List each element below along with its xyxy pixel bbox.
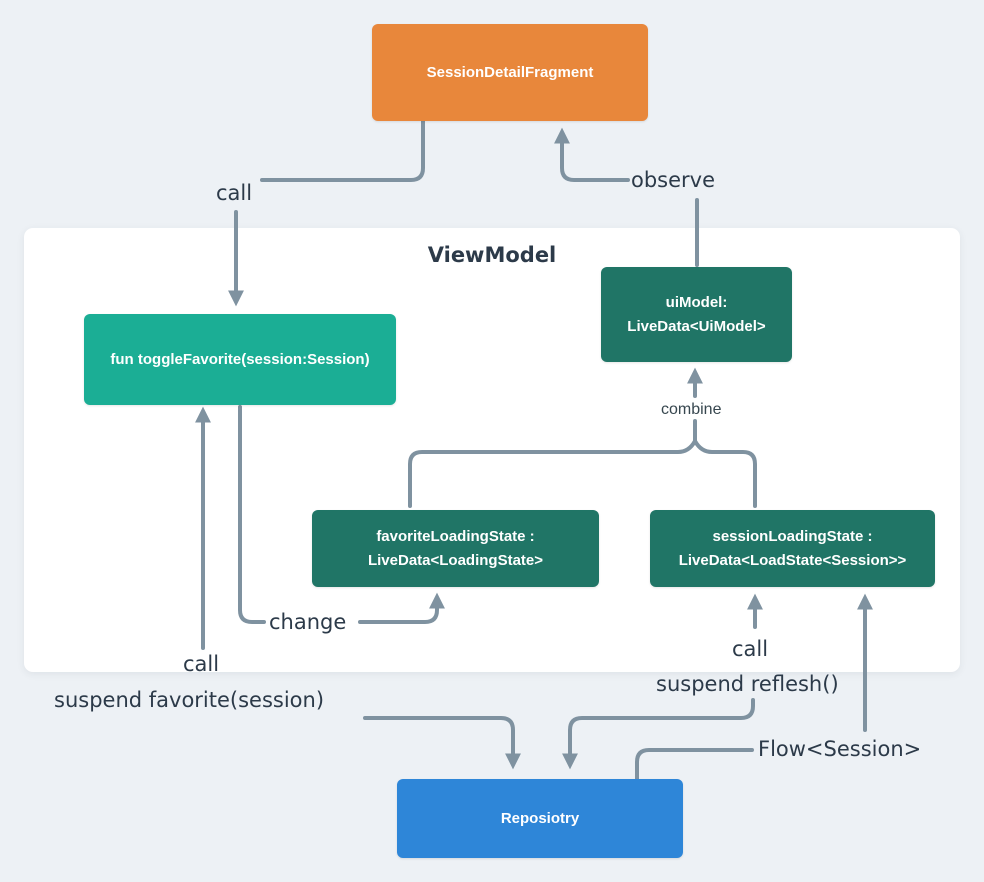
node-favorite-loading-state-line1: favoriteLoadingState : — [376, 527, 535, 545]
edge-observe-to-fragment — [554, 127, 630, 182]
node-ui-model-line2: LiveData<UiModel> — [627, 317, 766, 335]
edge-label-call-top: call — [216, 181, 253, 205]
edge-label-flow-session: Flow<Session> — [758, 737, 922, 761]
node-ui-model: uiModel: LiveData<UiModel> — [601, 267, 792, 362]
node-repository-label: Reposiotry — [500, 809, 580, 827]
edge-repository-to-flow-label — [635, 748, 754, 781]
node-session-detail-fragment: SessionDetailFragment — [372, 24, 648, 121]
edge-suspendreflesh-to-repository — [562, 698, 755, 770]
node-ui-model-line1: uiModel: — [665, 293, 728, 311]
edge-label-change: change — [269, 610, 347, 634]
edge-label-suspend-favorite: suspend favorite(session) — [54, 688, 325, 712]
node-favorite-loading-state: favoriteLoadingState : LiveData<LoadingS… — [312, 510, 599, 587]
viewmodel-title: ViewModel — [427, 243, 557, 267]
edge-label-suspend-reflesh: suspend reflesh() — [656, 672, 839, 696]
node-session-loading-state: sessionLoadingState : LiveData<LoadState… — [650, 510, 935, 587]
edge-suspendfavorite-to-repository — [363, 716, 521, 770]
edge-togglefavorite-to-change-label — [238, 405, 266, 624]
edge-change-to-favoriteloadingstate — [358, 592, 445, 624]
edge-label-call-left: call — [183, 652, 220, 676]
edge-label-observe: observe — [631, 168, 716, 192]
edge-fragment-to-call-label — [260, 119, 425, 182]
node-repository: Reposiotry — [397, 779, 683, 858]
node-session-loading-state-line1: sessionLoadingState : — [712, 527, 873, 545]
node-toggle-favorite-label: fun toggleFavorite(session:Session) — [110, 350, 370, 368]
edge-label-call-right: call — [732, 637, 769, 661]
node-favorite-loading-state-line2: LiveData<LoadingState> — [367, 551, 544, 569]
edge-combine-bracket — [408, 439, 757, 508]
node-session-detail-fragment-label: SessionDetailFragment — [426, 63, 594, 81]
node-toggle-favorite: fun toggleFavorite(session:Session) — [84, 314, 396, 405]
node-session-loading-state-line2: LiveData<LoadState<Session>> — [678, 551, 907, 569]
edge-label-combine: combine — [661, 401, 722, 418]
